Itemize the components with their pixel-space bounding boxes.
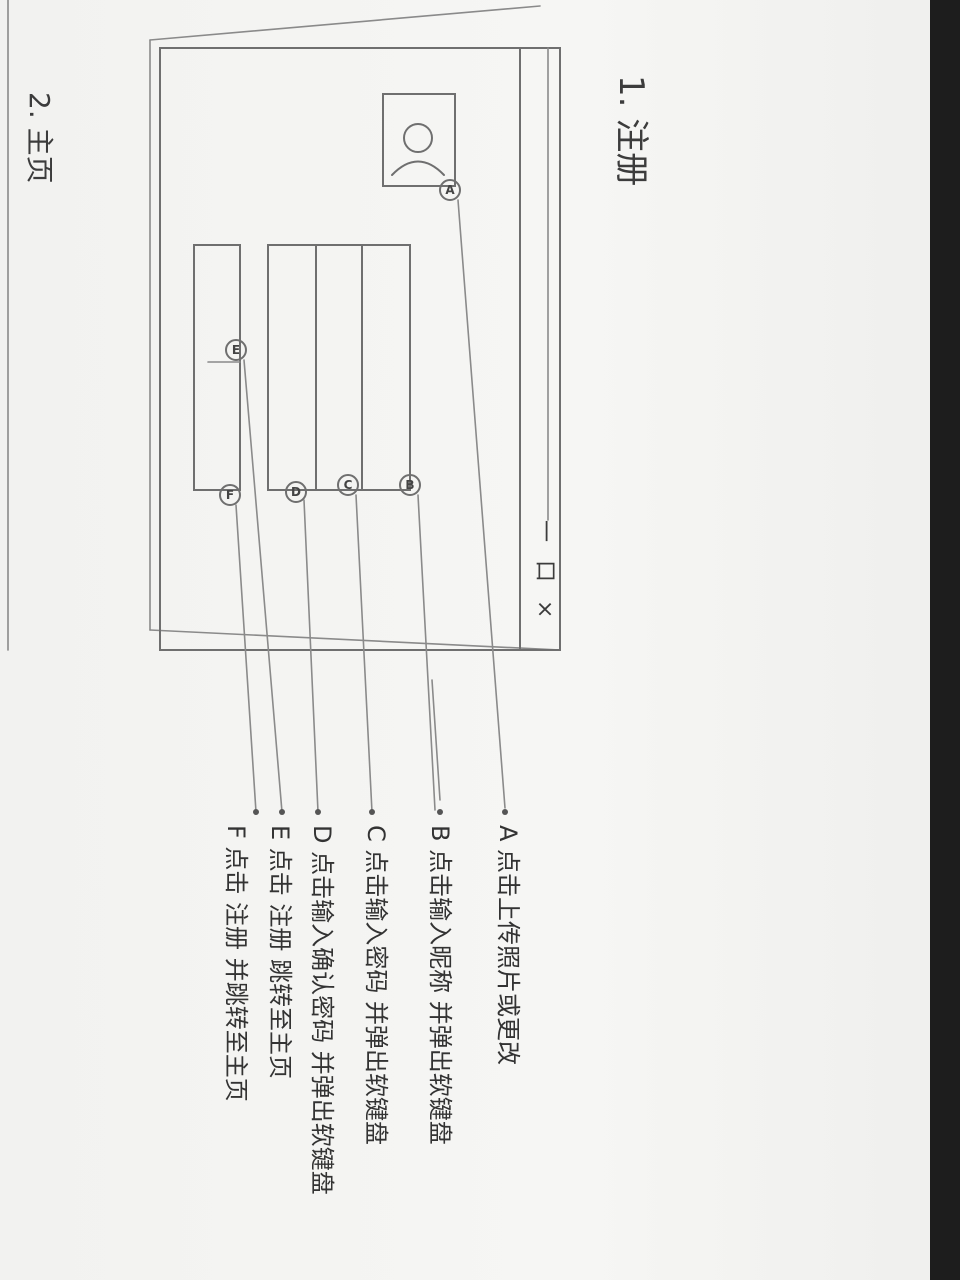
leader-dots: [253, 809, 508, 815]
svg-text:B: B: [405, 478, 414, 492]
minimize-button[interactable]: 一: [532, 520, 557, 542]
svg-text:D: D: [291, 485, 301, 499]
input-fields: [267, 244, 411, 491]
marker-f: F: [219, 484, 241, 506]
leader-lines: [235, 199, 506, 813]
svg-text:E: E: [232, 343, 240, 357]
section-1-label: 1. 注册: [611, 75, 651, 186]
svg-text:F 点击 注册 并跳转至主页: F 点击 注册 并跳转至主页: [222, 825, 250, 1102]
marker-a: A: [439, 179, 461, 201]
annotation-a: A 点击上传照片或更改: [494, 825, 522, 1065]
svg-text:C 点击输入密码 并弹出软键盘: C 点击输入密码 并弹出软键盘: [362, 825, 390, 1145]
maximize-button[interactable]: 口: [532, 560, 557, 582]
annotation-d: D 点击输入确认密码 并弹出软键盘: [308, 825, 336, 1195]
close-button[interactable]: ×: [532, 600, 557, 618]
svg-text:B 点击输入昵称 并弹出软键盘: B 点击输入昵称 并弹出软键盘: [426, 825, 454, 1145]
annotation-f: F 点击 注册 并跳转至主页: [222, 825, 250, 1102]
svg-text:C: C: [344, 478, 353, 492]
svg-text:1. 注册: 1. 注册: [611, 75, 651, 186]
svg-text:F: F: [226, 488, 234, 502]
marker-c: C: [337, 474, 359, 496]
window-controls: 一 口 ×: [532, 520, 557, 618]
svg-text:2. 主页: 2. 主页: [23, 92, 56, 184]
svg-text:E 点击 注册 跳转至主页: E 点击 注册 跳转至主页: [266, 825, 294, 1079]
table-edge: [930, 0, 960, 1280]
buttons-sketch: [193, 244, 241, 491]
avatar-upload[interactable]: [382, 93, 456, 187]
window-sketch: [159, 47, 561, 651]
marker-d: D: [285, 481, 307, 503]
marker-e: E: [225, 339, 247, 361]
screen-frame: [149, 5, 561, 651]
section-2-label: 2. 主页: [23, 92, 56, 184]
annotation-b: B 点击输入昵称 并弹出软键盘: [426, 825, 454, 1145]
svg-text:A: A: [445, 183, 455, 197]
svg-text:D 点击输入确认密码 并弹出软键盘: D 点击输入确认密码 并弹出软键盘: [308, 825, 336, 1195]
marker-b: B: [399, 474, 421, 496]
annotation-e: E 点击 注册 跳转至主页: [266, 825, 294, 1079]
svg-text:A 点击上传照片或更改: A 点击上传照片或更改: [494, 825, 522, 1065]
annotation-c: C 点击输入密码 并弹出软键盘: [362, 825, 390, 1145]
